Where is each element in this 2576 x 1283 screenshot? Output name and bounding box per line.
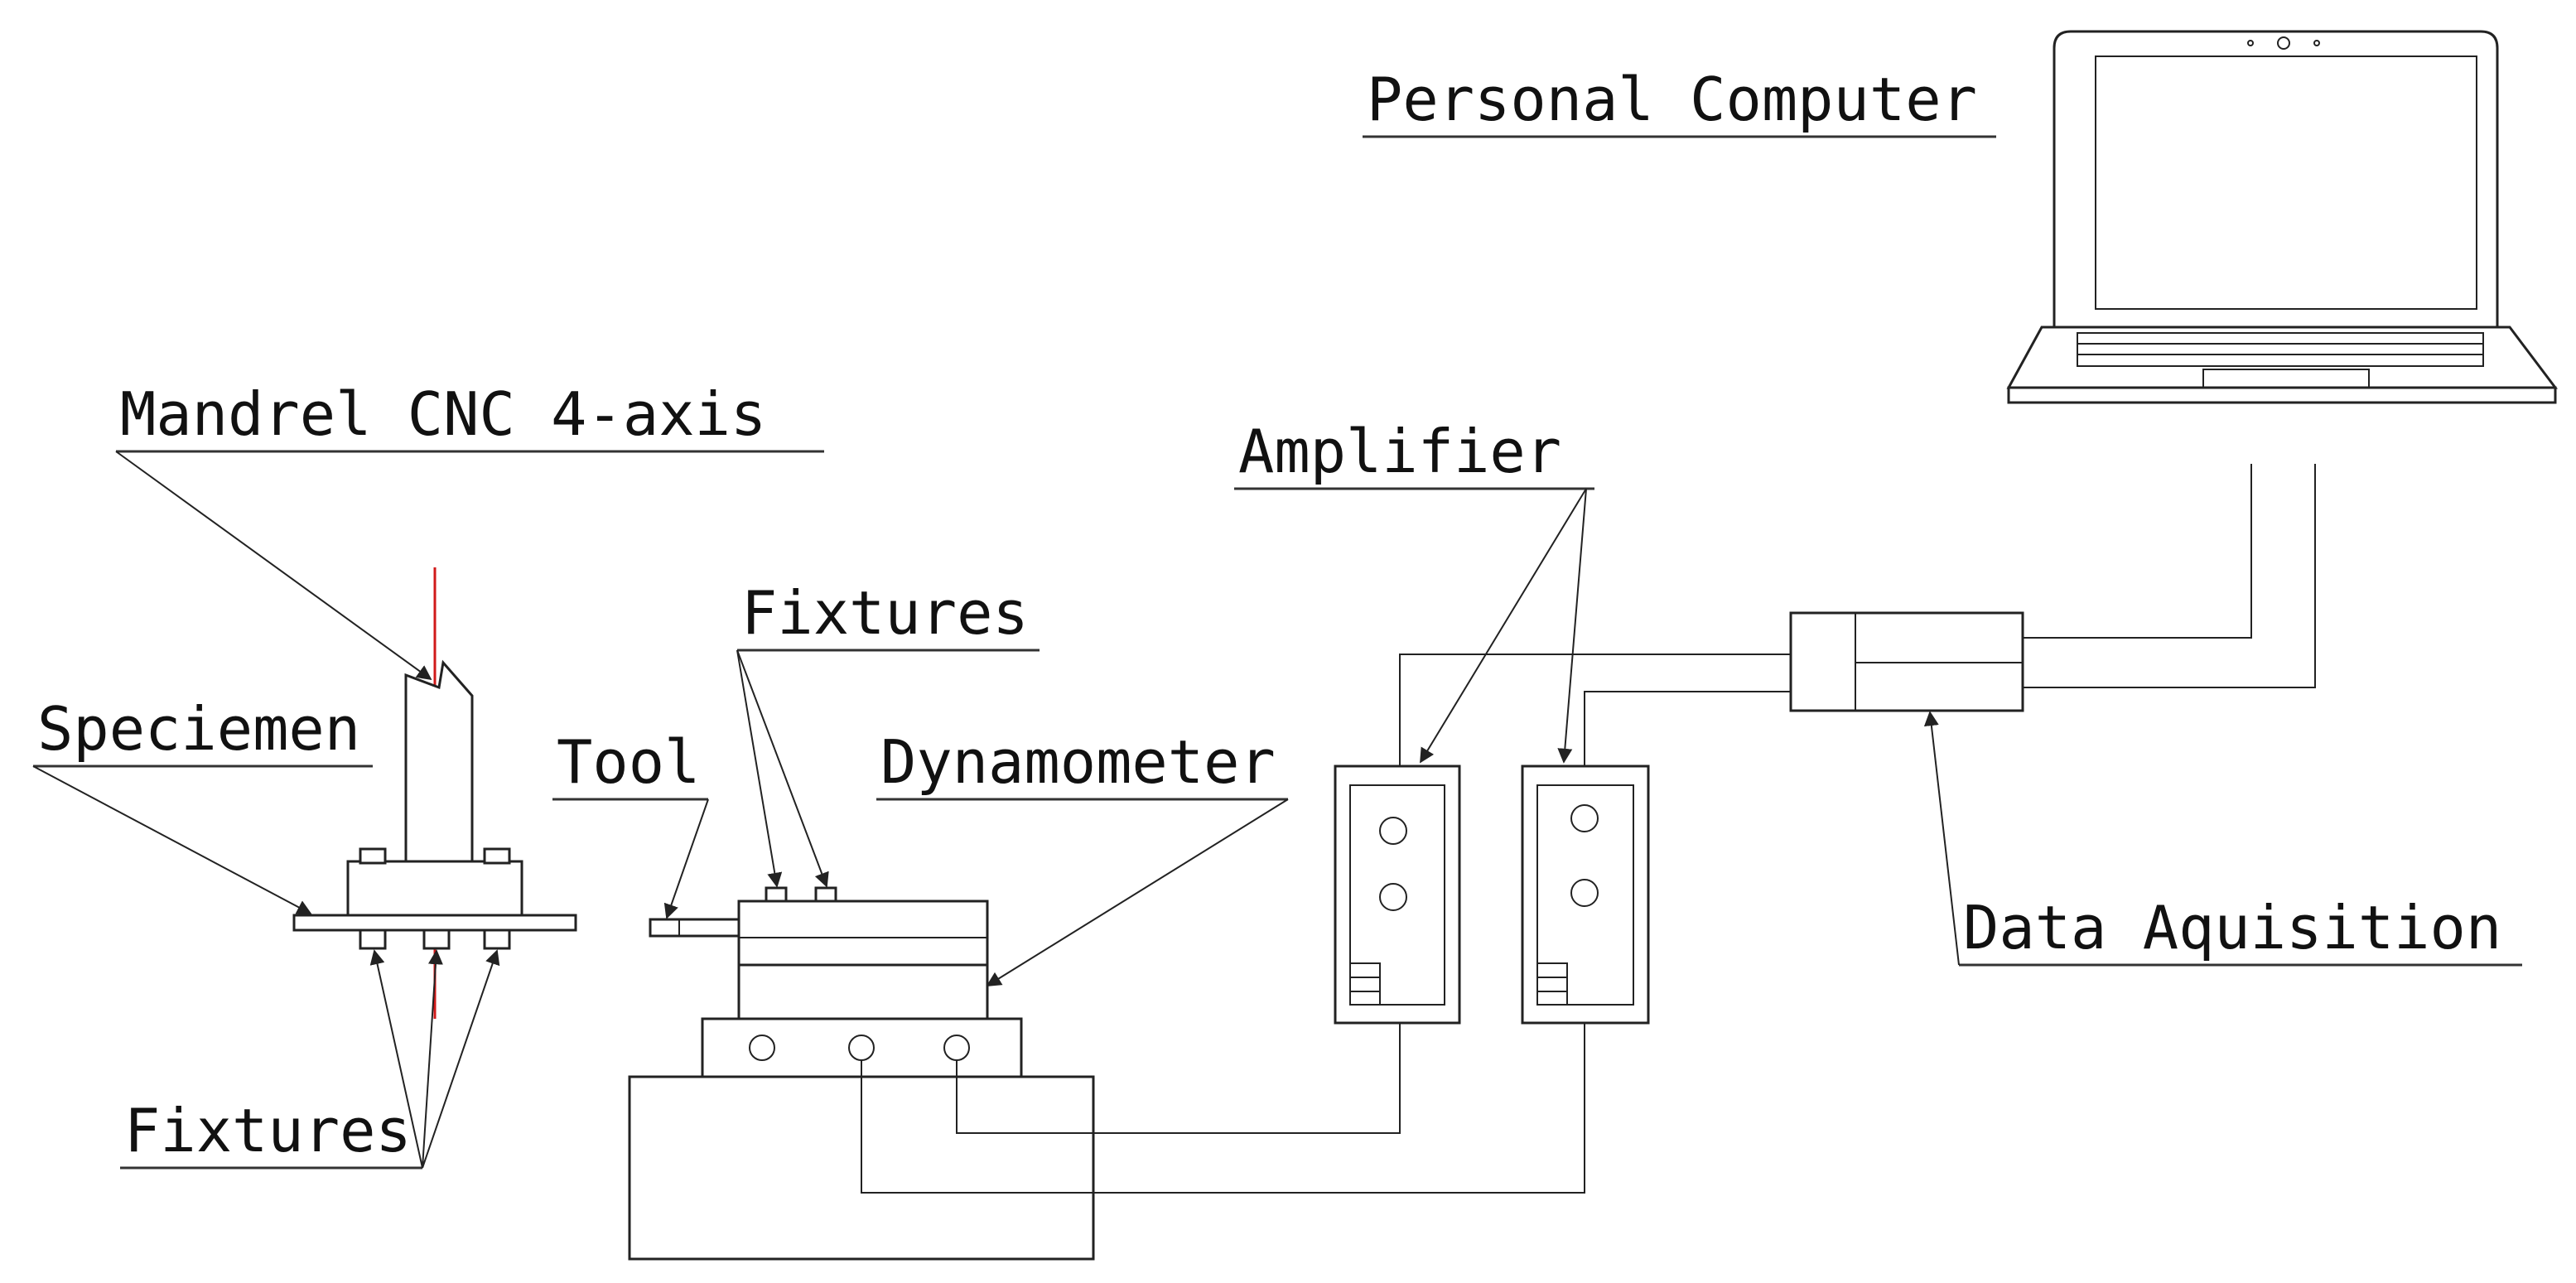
data-acquisition-unit [1789,611,2024,712]
svg-text:Personal Computer: Personal Computer [1367,65,1977,134]
label-amplifier: Amplifier [1234,417,1594,490]
spindle-assembly [292,567,577,1019]
leader-arrows [32,451,1960,1169]
svg-text:Dynamometer: Dynamometer [880,727,1276,797]
svg-text:Data Aquisition: Data Aquisition [1963,893,2501,962]
tool-fixtures [765,886,837,903]
signal-cables [861,464,2316,1194]
svg-text:Mandrel CNC 4-axis: Mandrel CNC 4-axis [120,379,766,449]
laptop-personal-computer [2006,30,2559,404]
label-speciemen: Speciemen [33,694,373,768]
label-dynamometer: Dynamometer [876,727,1288,801]
amplifier-2 [1521,764,1650,1025]
label-mandrel: Mandrel CNC 4-axis [116,379,824,453]
label-personal-computer: Personal Computer [1363,65,1996,138]
svg-text:Fixtures: Fixtures [124,1096,412,1165]
specimen-holder [346,860,523,921]
amplifier-1 [1334,764,1461,1025]
svg-text:Tool: Tool [557,727,700,797]
label-data-acquisition: Data Aquisition [1959,893,2522,967]
label-tool: Tool [552,727,708,801]
mandrel [404,659,474,863]
label-fixtures-bottom: Fixtures [120,1096,422,1170]
bolt-heads-top [359,847,511,865]
svg-text:Fixtures: Fixtures [741,578,1029,648]
svg-text:Speciemen: Speciemen [37,694,360,764]
svg-text:Amplifier: Amplifier [1238,417,1561,486]
specimen-plate [292,914,577,932]
bolt-heads-bottom [359,928,511,950]
label-fixtures-top: Fixtures [737,578,1040,652]
cutting-tool [649,918,740,938]
dynamometer [737,900,989,1020]
